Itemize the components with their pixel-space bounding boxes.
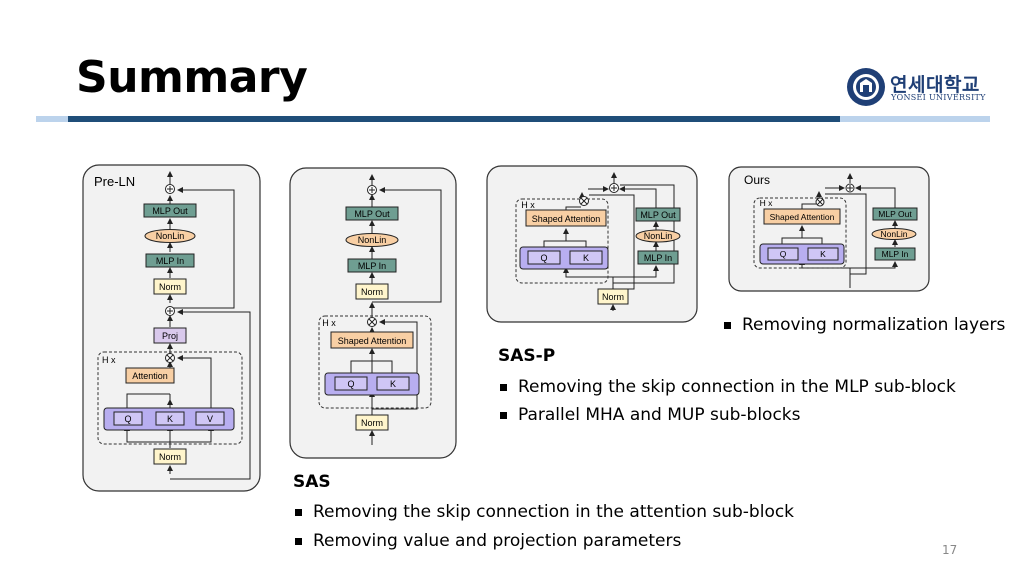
sas-mlp-in bbox=[347, 258, 397, 273]
sas-nonlin-label: NonLin bbox=[358, 235, 387, 245]
pre-ln-v-label: V bbox=[207, 414, 213, 424]
sas-p-norm bbox=[597, 288, 629, 305]
pre-ln-q bbox=[113, 411, 143, 426]
pre-ln-attention-label: Attention bbox=[132, 371, 168, 381]
sas-p-nonlin-label: NonLin bbox=[644, 231, 673, 241]
sas-p-mlp-out-label: MLP Out bbox=[640, 210, 676, 220]
sas-bullet-2: Removing value and projection parameters bbox=[293, 531, 681, 551]
sas-attention bbox=[330, 331, 414, 349]
pre-ln-norm-bottom bbox=[153, 448, 187, 465]
sas-p-bullet-2: Parallel MHA and MUP sub-blocks bbox=[498, 405, 801, 425]
sas-p-k bbox=[569, 250, 603, 265]
sas-p-attention-label: Shaped Attention bbox=[532, 214, 601, 224]
sas-heads: H x bbox=[322, 318, 336, 328]
ours-attention-label: Shaped Attention bbox=[770, 212, 835, 222]
ours-mlp-out-label: MLP Out bbox=[878, 209, 912, 219]
sas-p-bullet-1: Removing the skip connection in the MLP … bbox=[498, 377, 956, 397]
sas-nonlin bbox=[345, 233, 399, 247]
sas-p-q bbox=[527, 250, 561, 265]
pre-ln-norm-bottom-label: Norm bbox=[159, 452, 181, 462]
pre-ln-norm-top bbox=[153, 278, 187, 295]
sas-p-nonlin bbox=[635, 229, 681, 243]
ours-heads: H x bbox=[760, 198, 774, 208]
sas-p-mlp-in bbox=[637, 250, 679, 265]
sas-p-mlp-out bbox=[635, 207, 681, 222]
sas-k bbox=[376, 376, 410, 391]
sas-norm-bottom-label: Norm bbox=[361, 418, 383, 428]
sas-p-norm-label: Norm bbox=[602, 292, 624, 302]
pre-ln-q-label: Q bbox=[124, 414, 131, 424]
sas-bullet-1: Removing the skip connection in the atte… bbox=[293, 502, 794, 522]
pre-ln-v bbox=[195, 411, 225, 426]
ours-q bbox=[767, 247, 799, 261]
ours-bullet-1: Removing normalization layers bbox=[722, 315, 1005, 335]
sas-norm-top-label: Norm bbox=[361, 287, 383, 297]
sas-p-heading: SAS-P bbox=[498, 346, 556, 366]
pre-ln-mlp-out bbox=[143, 203, 197, 218]
pre-ln-k-label: K bbox=[167, 414, 173, 424]
title-underline-dark bbox=[68, 116, 840, 122]
sas-p-heads: H x bbox=[521, 200, 535, 210]
pre-ln-mlp-out-label: MLP Out bbox=[152, 206, 188, 216]
sas-diagram: H x MLP Out NonLin MLP In Norm Shaped At… bbox=[289, 167, 457, 459]
ours-k bbox=[807, 247, 839, 261]
pre-ln-diagram: Pre-LN H x MLP Out NonLin MLP In N bbox=[82, 164, 261, 492]
ours-mlp-in-label: MLP In bbox=[882, 249, 909, 259]
yonsei-logo: 연세대학교 YONSEI UNIVERSITY bbox=[846, 66, 996, 108]
university-name: 연세대학교 bbox=[890, 74, 980, 96]
sas-k-label: K bbox=[390, 379, 396, 389]
ours-diagram: Ours H x Shaped Attention Q K MLP Out No… bbox=[728, 166, 930, 292]
sas-attention-label: Shaped Attention bbox=[338, 336, 407, 346]
sas-p-attention bbox=[525, 209, 607, 227]
sas-p-q-label: Q bbox=[540, 253, 547, 263]
sas-norm-top bbox=[355, 283, 389, 300]
university-subtitle: YONSEI UNIVERSITY bbox=[891, 93, 986, 102]
ours-attention bbox=[763, 208, 841, 225]
pre-ln-attention bbox=[125, 367, 175, 384]
pre-ln-label: Pre-LN bbox=[94, 174, 135, 189]
pre-ln-proj bbox=[153, 327, 187, 344]
pre-ln-nonlin bbox=[144, 229, 196, 243]
pre-ln-norm-top-label: Norm bbox=[159, 282, 181, 292]
sas-mlp-out-label: MLP Out bbox=[354, 209, 390, 219]
sas-heading: SAS bbox=[293, 472, 331, 492]
university-seal-icon bbox=[847, 68, 885, 106]
ours-q-label: Q bbox=[780, 249, 787, 259]
sas-mlp-out bbox=[345, 206, 399, 221]
pre-ln-mlp-in bbox=[145, 253, 195, 268]
sas-p-mlp-in-label: MLP In bbox=[644, 253, 672, 263]
pre-ln-nonlin-label: NonLin bbox=[156, 231, 185, 241]
pre-ln-k bbox=[155, 411, 185, 426]
ours-mlp-in bbox=[874, 247, 916, 261]
pre-ln-proj-label: Proj bbox=[162, 331, 178, 341]
sas-q-label: Q bbox=[347, 379, 354, 389]
ours-label: Ours bbox=[744, 173, 770, 187]
ours-nonlin bbox=[871, 228, 917, 240]
pre-ln-heads: H x bbox=[102, 355, 116, 365]
sas-mlp-in-label: MLP In bbox=[358, 261, 386, 271]
sas-q bbox=[334, 376, 368, 391]
sas-p-k-label: K bbox=[583, 253, 589, 263]
sas-norm-bottom bbox=[355, 414, 389, 431]
slide-title: Summary bbox=[76, 52, 308, 103]
ours-k-label: K bbox=[820, 249, 826, 259]
pre-ln-mlp-in-label: MLP In bbox=[156, 256, 184, 266]
page-number: 17 bbox=[942, 543, 958, 557]
sas-p-diagram: H x Shaped Attention Q K MLP Out NonLin … bbox=[486, 165, 698, 323]
ours-nonlin-label: NonLin bbox=[881, 229, 908, 239]
ours-mlp-out bbox=[872, 207, 918, 221]
